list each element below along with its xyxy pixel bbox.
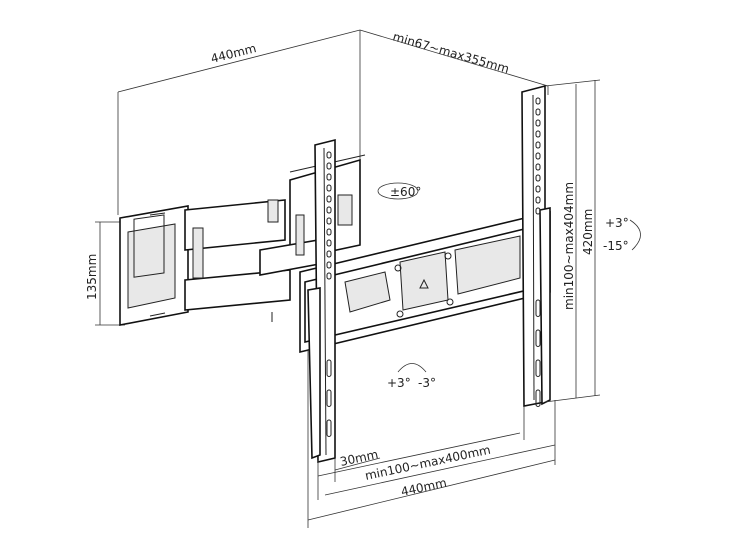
bracket-hole (535, 97, 541, 105)
bracket-hole (535, 196, 541, 204)
bracket-hole (535, 152, 541, 160)
level-arrow-icon (397, 363, 427, 373)
bracket-hole (326, 217, 332, 225)
bracket-hole (326, 239, 332, 247)
extension-label: min67~max355mm (391, 29, 511, 76)
vertical-spacing-label: min100~max404mm (562, 182, 576, 310)
articulating-arm (184, 154, 366, 322)
rail-width-label: 440mm (400, 476, 448, 499)
bracket-hole (326, 419, 332, 437)
left-vertical-bracket (307, 138, 336, 464)
bracket-hole (326, 228, 332, 236)
bracket-hole (326, 272, 332, 280)
bracket-hole (535, 108, 541, 116)
level-minus-label: -3° (418, 376, 436, 390)
bracket-hole (535, 329, 541, 347)
bracket-hole (535, 119, 541, 127)
bracket-hole (326, 195, 332, 203)
tilt-up-label: +3° (605, 216, 629, 230)
bracket-hole (326, 173, 332, 181)
wall-plate (119, 205, 189, 326)
bracket-hole (326, 359, 332, 377)
bracket-hole (326, 151, 332, 159)
bracket-hole (535, 359, 541, 377)
bracket-hole (535, 185, 541, 193)
offset-label: 30mm (339, 447, 380, 469)
bracket-hole (326, 250, 332, 258)
level-plus-label: +3° (387, 376, 411, 390)
swivel-arrow-icon (377, 182, 419, 200)
wall-plate-height-label: 135mm (85, 254, 99, 300)
bracket-hole (326, 261, 332, 269)
bracket-hole (326, 206, 332, 214)
horizontal-rail (299, 210, 551, 354)
bracket-hole (535, 141, 541, 149)
wall-outline (117, 29, 549, 215)
swivel-label: ±60° (390, 185, 421, 199)
bracket-holes (326, 97, 541, 437)
bracket-hole (326, 162, 332, 170)
bracket-hole (326, 184, 332, 192)
bracket-hole (535, 207, 541, 215)
bottom-dimensions (307, 350, 556, 528)
tilt-down-label: -15° (603, 239, 629, 253)
bracket-hole (535, 389, 541, 407)
bracket-height-label: 420mm (581, 209, 595, 255)
right-dimensions (544, 79, 601, 403)
bracket-hole (326, 389, 332, 407)
tilt-arrow-icon (629, 219, 641, 251)
bracket-hole (535, 299, 541, 317)
bracket-hole (535, 130, 541, 138)
bracket-hole (535, 163, 541, 171)
bracket-hole (535, 174, 541, 182)
